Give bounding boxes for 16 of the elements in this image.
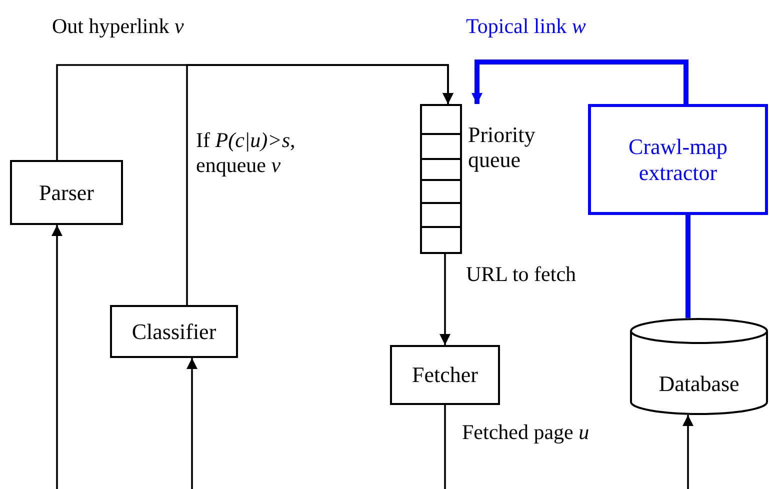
queue-label: Priority queue <box>468 122 536 173</box>
arrow <box>186 358 198 489</box>
process-box <box>588 104 768 215</box>
box-label: Fetcher <box>411 362 479 388</box>
cylinder-label: Database <box>658 370 740 396</box>
arrow <box>440 254 450 345</box>
process-box <box>10 160 123 225</box>
process-box <box>110 305 238 358</box>
box-label: Crawl-map extractor <box>628 134 728 185</box>
arrow <box>682 415 694 489</box>
arrow <box>52 225 62 489</box>
box-label: Parser <box>38 180 95 206</box>
process-box <box>390 345 500 405</box>
arrow <box>186 64 454 305</box>
box-label: Classifier <box>130 318 218 344</box>
arrow <box>472 60 688 104</box>
